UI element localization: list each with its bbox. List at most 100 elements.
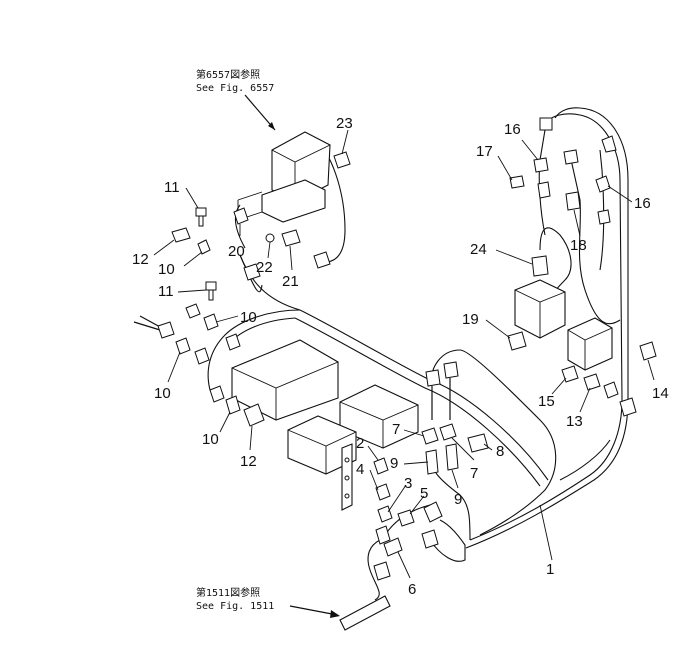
connector-bottom-left: [375, 525, 391, 545]
bolt-17: [509, 175, 525, 189]
bolt-11-top: [195, 207, 207, 227]
connector-bottom-right: [421, 529, 439, 549]
leader-23: [341, 129, 349, 155]
bracket-hole-3: [344, 493, 350, 499]
leader-10a: [183, 251, 203, 267]
relay-box-right: [567, 317, 613, 371]
callout-23: 23: [336, 115, 353, 132]
switch-assembly: [271, 131, 331, 203]
connector-12-top: [171, 227, 191, 243]
callout-numbers: 1 2 3 4 5 6 7 7 8 9 9 10 10 10 10 11 11 …: [132, 115, 669, 598]
harness-end-plug: [339, 595, 391, 631]
reference-bottom-jp: 第1511図参照: [196, 586, 260, 599]
connector-upper-right: [443, 361, 459, 379]
leader-7a: [403, 429, 425, 437]
harness-trunk-2: [294, 317, 541, 487]
callout-1: 1: [546, 561, 554, 578]
leader-6: [397, 551, 411, 579]
harness-bottom: [429, 519, 466, 562]
leader-10c: [167, 351, 181, 383]
controller-box-middle-edges: [339, 401, 419, 448]
leader-5: [409, 495, 425, 515]
leader-19: [485, 319, 511, 339]
connector-9-right: [445, 443, 459, 471]
callout-19: 19: [462, 311, 479, 328]
connector-18: [565, 191, 581, 211]
harness-to-plug: [367, 539, 381, 601]
callout-8: 8: [496, 443, 504, 460]
connector-20: [233, 207, 249, 225]
leader-3: [387, 484, 407, 513]
leader-7b: [451, 437, 475, 461]
callout-16a: 16: [504, 121, 521, 138]
leads-7: [431, 378, 451, 420]
leader-9a: [403, 461, 429, 465]
harness-left-branch: [207, 309, 301, 391]
connector-24: [531, 255, 549, 277]
reference-bottom: 第1511図参照 See Fig. 1511: [196, 586, 391, 631]
harness-to-14: [559, 439, 611, 481]
callout-12a: 12: [132, 251, 149, 268]
small-parts: [133, 117, 657, 581]
clip-7-left: [421, 427, 439, 445]
connector-12-low: [243, 403, 265, 427]
reference-top-en: See Fig. 6557: [196, 83, 274, 94]
connector-6: [383, 537, 403, 557]
leader-11a: [185, 187, 199, 209]
connector-19: [507, 331, 527, 351]
bolt-14: [639, 341, 657, 361]
harness-16b-down: [599, 149, 605, 271]
callout-2: 2: [356, 435, 364, 452]
connector-18-top: [563, 149, 579, 165]
clip-10-top: [197, 239, 211, 255]
clip-7-right: [439, 423, 457, 441]
callout-14: 14: [652, 385, 669, 402]
leader-1: [539, 504, 553, 561]
lead-wires-left: [133, 315, 163, 331]
callout-9a: 9: [390, 455, 398, 472]
leader-11b: [177, 289, 207, 293]
leader-17: [497, 155, 513, 181]
reference-bottom-leader: [289, 605, 333, 615]
reference-top-jp: 第6557図参照: [196, 68, 260, 81]
bolt-11-mid: [205, 281, 217, 301]
callout-9b: 9: [454, 491, 462, 508]
callout-16b: 16: [634, 195, 651, 212]
clip-2: [373, 457, 389, 475]
connector-left-upper: [225, 333, 241, 351]
callout-11b: 11: [158, 283, 174, 300]
connector-16-low: [537, 181, 551, 199]
callout-12b: 12: [240, 453, 257, 470]
leader-15: [551, 377, 567, 395]
connector-14-end: [619, 397, 637, 417]
leader-16a: [521, 139, 539, 161]
leader-24: [495, 249, 533, 265]
connector-21-end: [313, 251, 331, 269]
callout-22: 22: [256, 259, 273, 276]
connector-8: [467, 433, 489, 453]
connector-16-right-top: [601, 135, 617, 153]
connector-9-left: [425, 449, 439, 475]
harness-inner-loop: [431, 349, 557, 536]
relay-box-right-edges: [567, 327, 613, 370]
callout-15: 15: [538, 393, 555, 410]
callout-6: 6: [408, 581, 416, 598]
screw-21: [281, 229, 301, 247]
connector-22-end: [243, 263, 261, 281]
leader-21: [289, 245, 293, 271]
callout-10d: 10: [202, 431, 219, 448]
connector-16-right-low: [597, 209, 611, 225]
bracket-hole-1: [344, 457, 350, 463]
leader-22: [267, 241, 271, 259]
connector-left-mid: [194, 347, 210, 365]
controller-box-large-edges: [231, 361, 339, 420]
callout-18: 18: [570, 237, 587, 254]
connector-5-right: [423, 501, 443, 523]
leader-2: [367, 445, 379, 461]
callout-24: 24: [470, 241, 487, 258]
leader-10b: [215, 315, 239, 323]
connector-small-left: [185, 303, 201, 319]
leader-lines: [153, 129, 655, 579]
connector-plug-mid: [373, 561, 391, 581]
callout-5: 5: [420, 485, 428, 502]
